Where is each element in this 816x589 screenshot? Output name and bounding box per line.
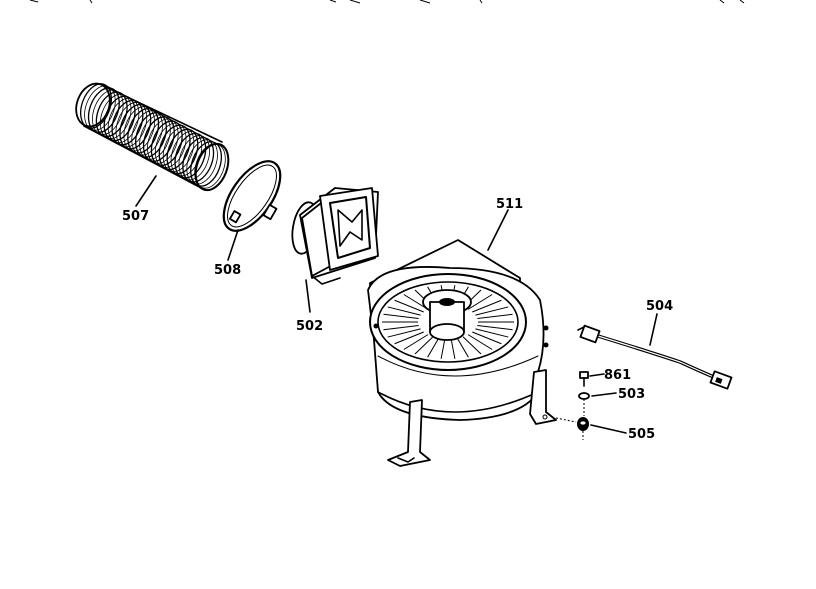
duct-adapter-part: [291, 187, 379, 285]
fan-blade: [440, 338, 446, 359]
wire-harness-part: [577, 324, 733, 390]
fan-blade: [403, 334, 429, 350]
fan-blade: [387, 328, 421, 338]
fan-blade: [387, 306, 421, 316]
fan-blade: [414, 336, 434, 355]
fan-blade: [467, 334, 493, 350]
part-label-861: 861: [604, 368, 631, 383]
washer-part: [578, 392, 590, 400]
part-label-505: 505: [628, 427, 655, 442]
fan-blade: [394, 299, 424, 313]
fan-blade: [383, 325, 419, 331]
fan-blade: [467, 294, 493, 310]
flexible-duct-part: [75, 82, 230, 192]
fan-blade: [477, 313, 513, 319]
fan-blade: [477, 325, 513, 331]
fan-blade: [472, 299, 502, 313]
screw-part: [579, 371, 589, 387]
fan-blade: [472, 331, 502, 345]
part-label-508: 508: [214, 263, 241, 278]
fan-blade: [383, 313, 419, 319]
grommet-part: [577, 417, 589, 431]
fan-blade: [462, 336, 482, 355]
top-edge-marks: [29, 0, 745, 4]
clamp-ring-part: [222, 160, 282, 232]
leader-lines: [135, 175, 658, 434]
part-label-502: 502: [296, 319, 323, 334]
blower-assembly-part: [367, 239, 557, 467]
part-label-507: 507: [122, 209, 149, 224]
fan-blade: [475, 328, 509, 338]
fan-blade: [450, 338, 456, 359]
part-label-504: 504: [646, 299, 673, 314]
fan-blade: [456, 337, 469, 358]
fan-blade: [394, 331, 424, 345]
part-label-511: 511: [496, 197, 523, 212]
fan-blade: [475, 306, 509, 316]
fan-blade: [427, 337, 440, 358]
part-label-503: 503: [618, 387, 645, 402]
